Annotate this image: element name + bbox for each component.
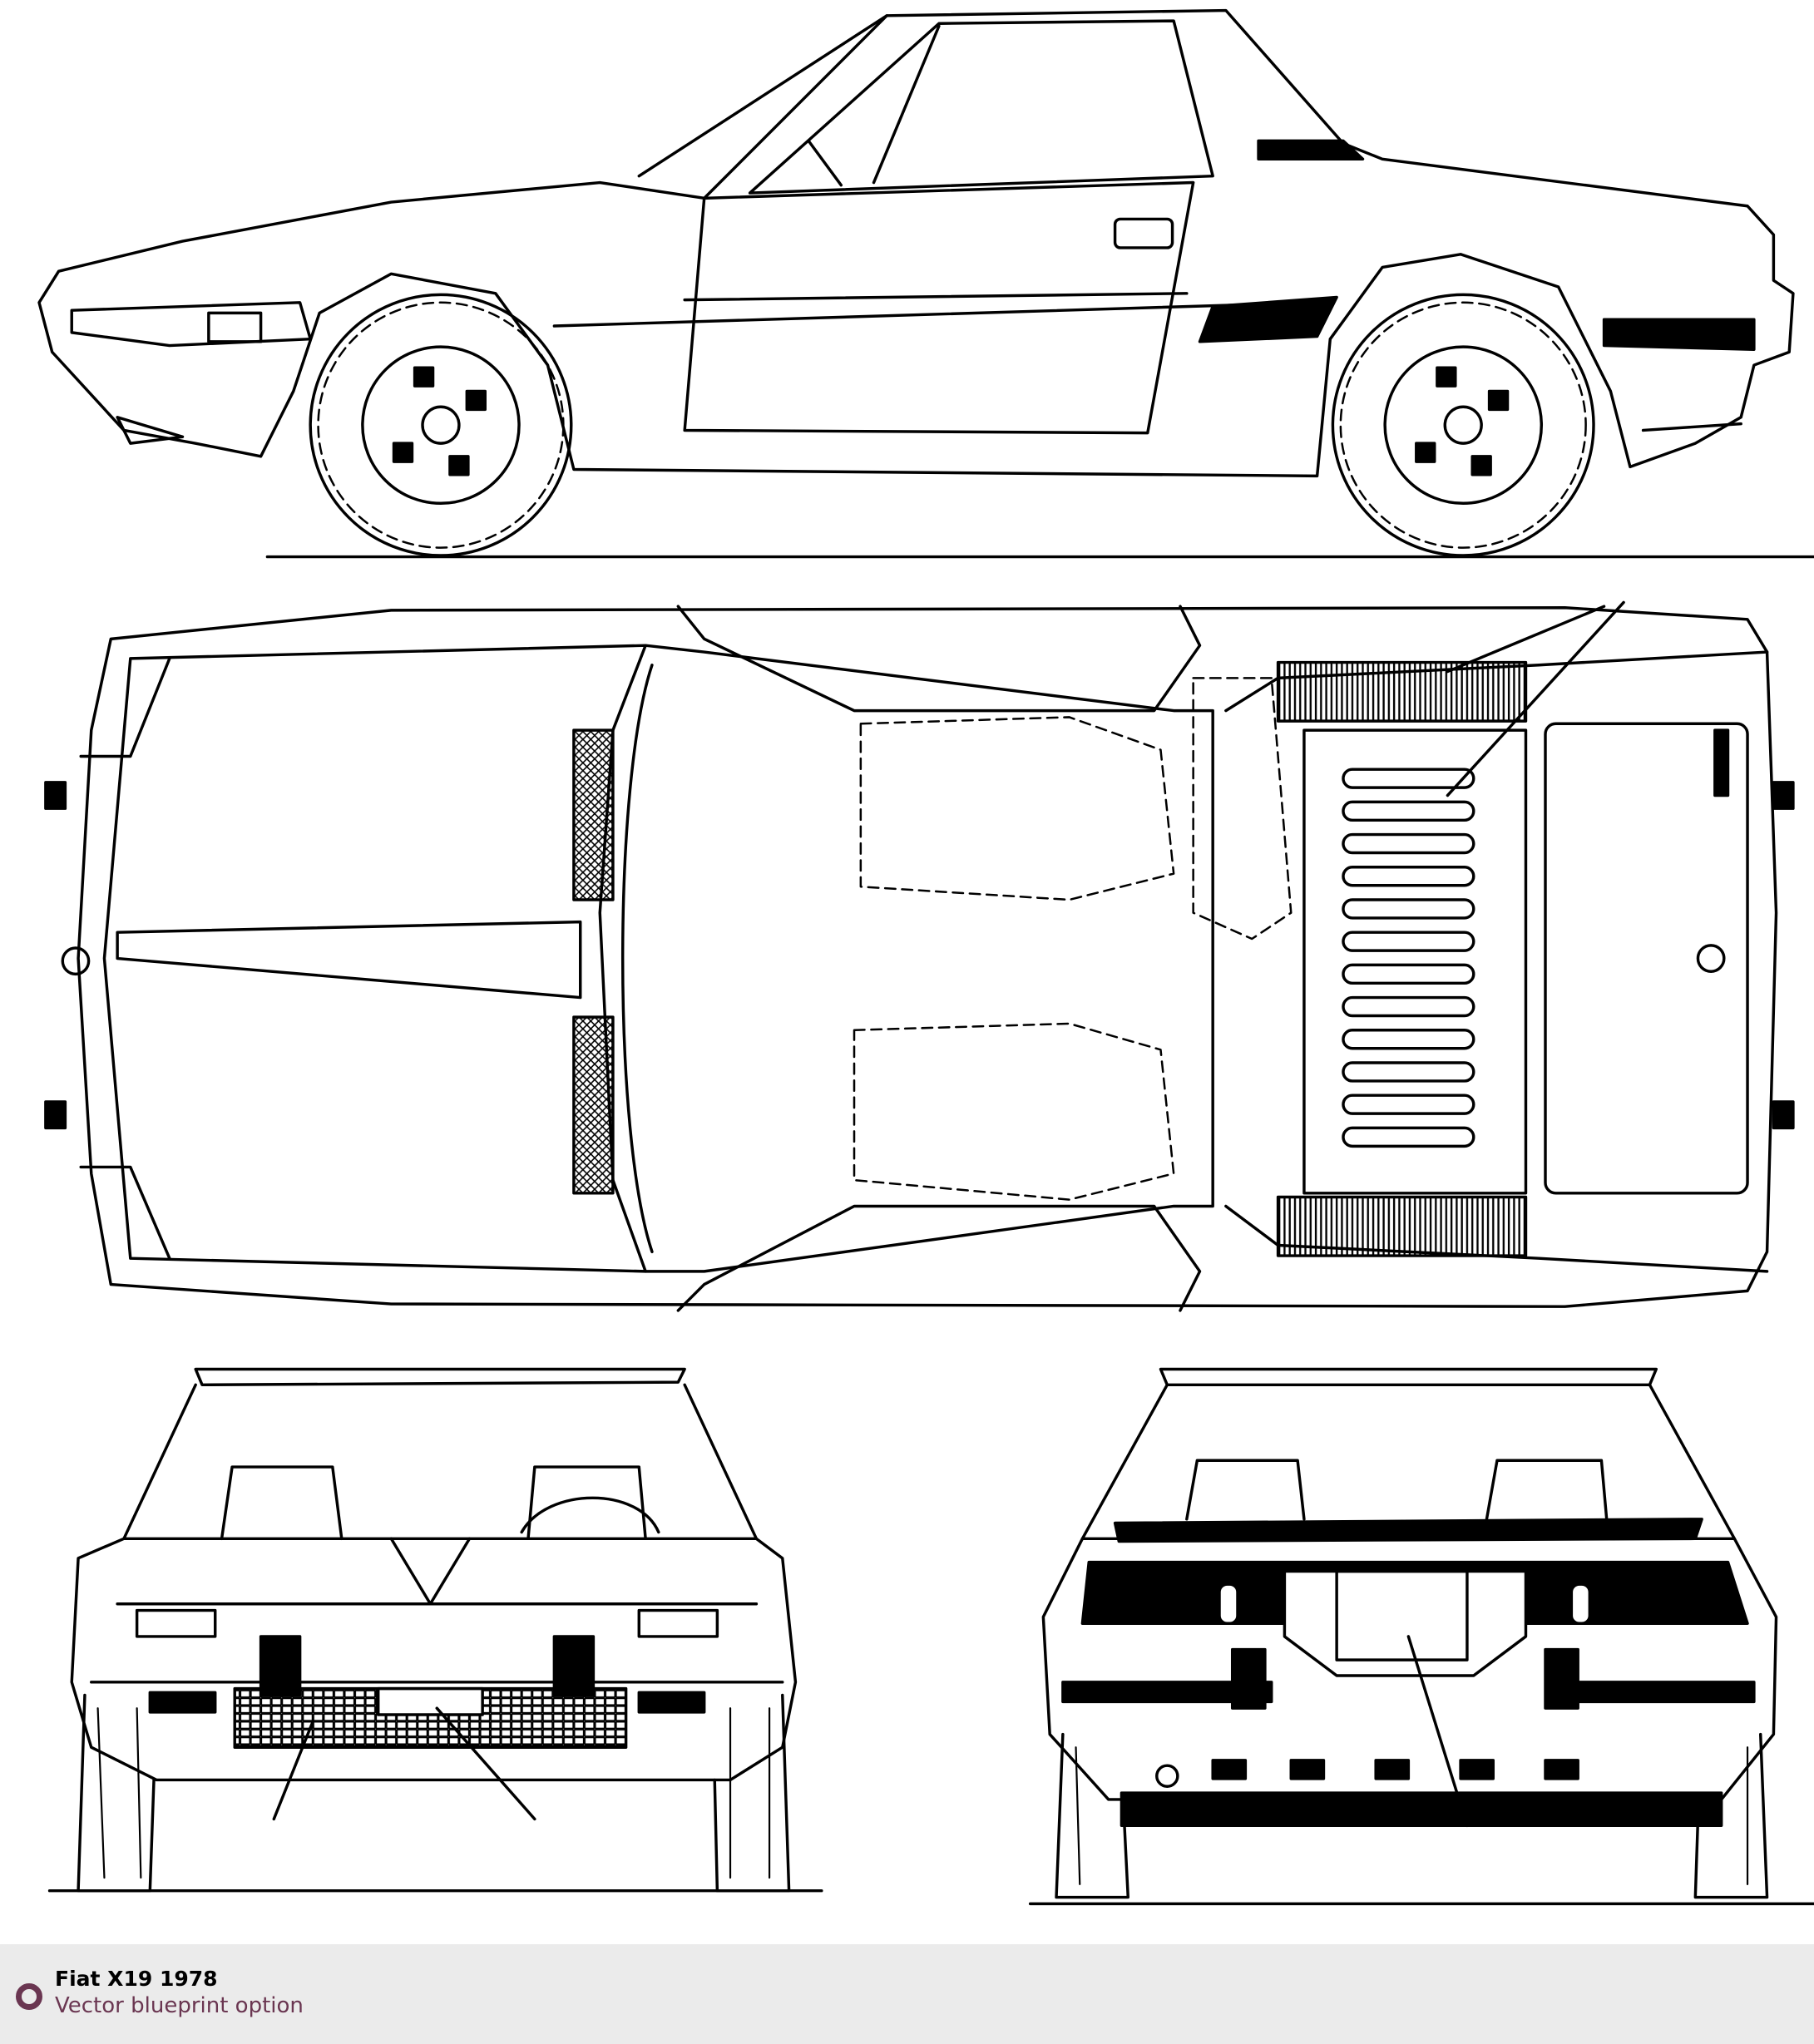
front-view	[47, 1367, 823, 1893]
top-view	[44, 600, 1795, 1312]
ring-icon	[16, 1983, 42, 2010]
car-blueprint-drawing	[37, 8, 1814, 1906]
caption-bar: Fiat X19 1978 Vector blueprint option	[0, 1944, 1814, 2044]
rear-view	[1028, 1367, 1814, 1906]
engine-louvres	[1342, 768, 1475, 1148]
side-view	[37, 8, 1814, 559]
caption-subtitle: Vector blueprint option	[55, 1993, 304, 2018]
caption-title: Fiat X19 1978	[55, 1967, 218, 1991]
